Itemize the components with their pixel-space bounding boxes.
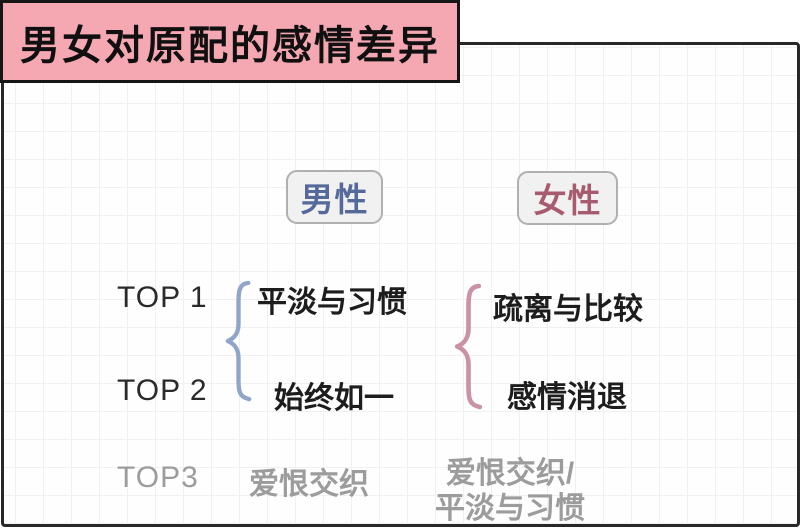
male-top2-item: 始终如一: [274, 382, 394, 415]
male-top3-item: 爱恨交织: [249, 468, 369, 501]
male-curly-brace-icon: [223, 279, 254, 403]
female-top1-item: 疏离与比较: [493, 293, 643, 326]
female-column-chip: 女性: [517, 171, 618, 225]
female-column-label: 女性: [533, 182, 602, 219]
male-column-chip: 男性: [286, 170, 383, 224]
female-top2-item: 感情消退: [507, 381, 627, 414]
female-curly-brace-icon: [452, 282, 485, 411]
title-plate: 男女对原配的感情差异: [0, 0, 460, 83]
rank-label-top1: TOP 1: [117, 281, 208, 314]
male-column-label: 男性: [300, 181, 369, 218]
female-top3-item: 爱恨交织/ 平淡与习惯: [435, 457, 585, 525]
page-title: 男女对原配的感情差异: [20, 23, 440, 68]
male-top1-item: 平淡与习惯: [257, 286, 407, 319]
content-card: 男性 女性 TOP 1 TOP 2 TOP3 平淡与习惯 始终如一 爱恨交织 疏…: [1, 42, 800, 527]
rank-label-top2: TOP 2: [117, 374, 208, 407]
rank-label-top3: TOP3: [117, 461, 199, 494]
